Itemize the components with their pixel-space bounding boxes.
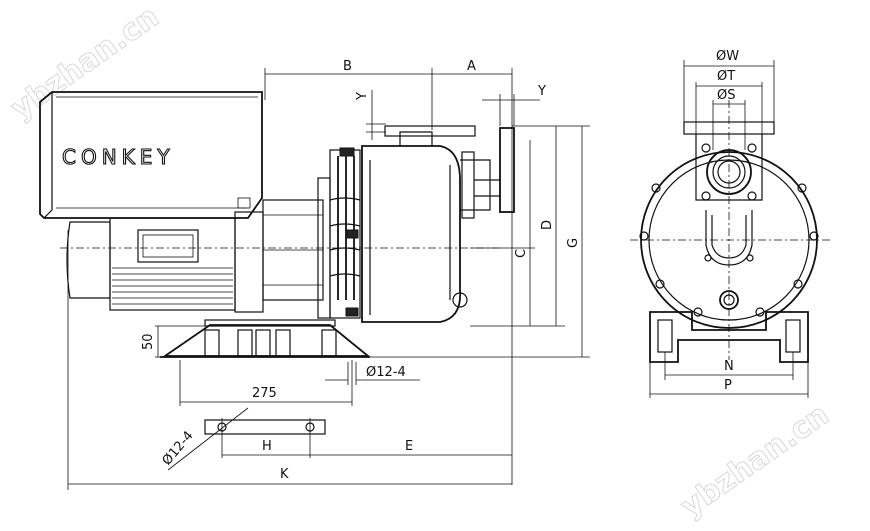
motor-body: [66, 199, 324, 313]
dim-275: 275: [179, 360, 353, 406]
label-B: B: [343, 59, 352, 74]
label-T: ØT: [717, 69, 735, 84]
brand-logo: CONKEY: [62, 145, 175, 169]
watermark-bottom: ybzhan.cn: [675, 397, 836, 524]
dim-B-A: B A: [264, 59, 513, 485]
motor-cover: CONKEY: [39, 91, 263, 219]
foot-plan: Ø12-4 H E: [160, 407, 512, 471]
side-view: CONKEY: [39, 59, 590, 490]
label-C: C: [514, 249, 529, 258]
label-50: 50: [141, 333, 156, 350]
casing-bolts: [639, 183, 819, 317]
label-W: ØW: [716, 49, 739, 64]
dim-C-D-G: C D G: [370, 125, 590, 358]
label-hole-base: Ø12-4: [366, 365, 406, 380]
label-Y-left: Y: [355, 92, 370, 101]
label-K: K: [280, 467, 289, 482]
pump-casing: [361, 125, 515, 323]
dim-Y-top: Y: [482, 84, 546, 126]
label-S: ØS: [717, 88, 735, 103]
dim-Y-left: Y: [355, 90, 386, 140]
dim-W-T-S: ØW ØT ØS: [683, 49, 775, 150]
label-H: H: [262, 439, 272, 454]
label-Y-top: Y: [537, 84, 546, 99]
label-D: D: [540, 220, 555, 230]
label-G: G: [566, 238, 581, 248]
dim-N-P: N P: [649, 352, 809, 398]
label-N: N: [724, 359, 734, 374]
dim-50: 50: [141, 325, 205, 358]
base-plate: [160, 319, 371, 358]
dim-K: K: [67, 230, 512, 490]
label-275: 275: [252, 386, 277, 401]
label-E: E: [405, 439, 413, 454]
label-P: P: [724, 378, 732, 393]
bracket-flange: [317, 147, 361, 319]
label-A: A: [467, 59, 476, 74]
dim-hole-base: Ø12-4: [325, 362, 420, 385]
watermark-top: ybzhan.cn: [5, 0, 166, 127]
front-view: ØW ØT ØS N P: [630, 49, 830, 398]
